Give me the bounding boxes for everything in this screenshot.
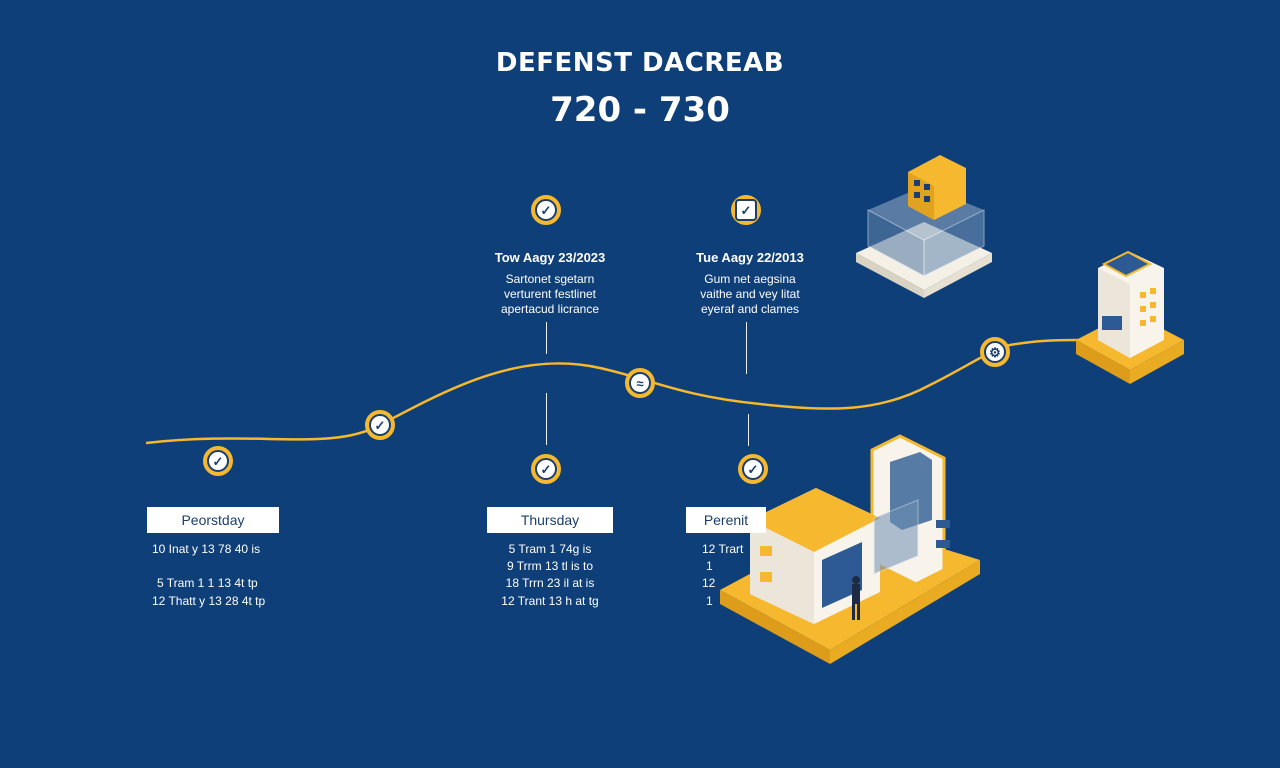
- event-description: Gum net aegsina vaithe and vey litat eye…: [700, 272, 800, 316]
- connector-line: [748, 414, 749, 446]
- check-icon[interactable]: ✓: [365, 410, 395, 440]
- time-row: 1: [706, 559, 713, 573]
- check-icon[interactable]: ✓: [203, 446, 233, 476]
- connector-line: [546, 393, 547, 445]
- day-label: Perenit: [686, 507, 766, 533]
- day-label: Thursday: [487, 507, 613, 533]
- connector-line: [546, 322, 547, 354]
- time-row: 12 Trart: [702, 542, 744, 556]
- time-row: 9 Trrm 13 tl is to: [506, 559, 594, 573]
- check-icon[interactable]: ✓: [731, 195, 761, 225]
- check-icon[interactable]: ✓: [738, 454, 768, 484]
- time-row: 18 Trrn 23 il at is: [505, 576, 595, 590]
- time-row: 5 Tram 1 74g is: [508, 542, 592, 556]
- time-row: 10 Inat y 13 78 40 is: [152, 542, 261, 556]
- handshake-icon[interactable]: ≈: [625, 368, 655, 398]
- time-row: 12 Trant 13 h at tg: [501, 594, 599, 608]
- event-date: Tow Aagy 23/2023: [494, 250, 606, 265]
- tool-icon[interactable]: ⚙: [980, 337, 1010, 367]
- time-row: 12: [702, 576, 716, 590]
- building-glass-icon: [856, 155, 992, 298]
- building-complex-icon: [720, 434, 980, 664]
- time-row: 1: [706, 594, 713, 608]
- connector-line: [746, 322, 747, 374]
- building-tower-icon: [1076, 250, 1184, 384]
- page-title: DEFENST DACREAB: [495, 48, 785, 78]
- page-subtitle: 720 - 730: [550, 90, 730, 130]
- event-description: Sartonet sgetarn verturent festlinet ape…: [500, 272, 600, 316]
- event-date: Tue Aagy 22/2013: [696, 250, 804, 265]
- day-label: Peorstday: [147, 507, 279, 533]
- timeline-curve: [145, 338, 1081, 445]
- time-row: 12 Thatt y 13 28 4t tp: [152, 594, 266, 608]
- check-icon[interactable]: ✓: [531, 195, 561, 225]
- check-icon[interactable]: ✓: [531, 454, 561, 484]
- time-row: 5 Tram 1 1 13 4t tp: [157, 576, 258, 590]
